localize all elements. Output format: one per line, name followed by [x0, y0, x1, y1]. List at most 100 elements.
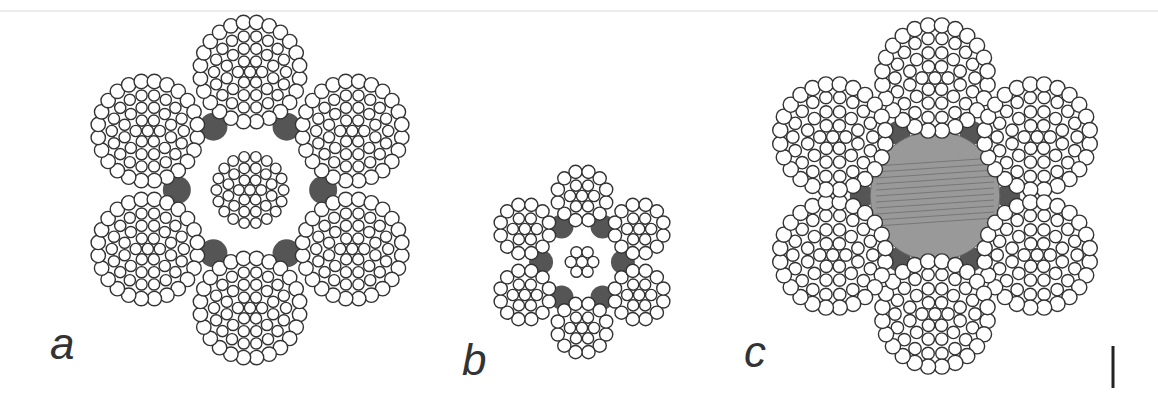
outer-strand [551, 165, 612, 226]
wire [176, 231, 187, 242]
wire [276, 173, 287, 184]
wire [250, 194, 261, 205]
wire [256, 302, 267, 313]
wire [875, 77, 890, 92]
wire [1051, 165, 1063, 177]
wire [910, 90, 922, 102]
wire [176, 113, 187, 124]
wire [374, 149, 385, 160]
wire [238, 102, 249, 113]
wire [262, 98, 273, 109]
wire [1011, 165, 1023, 177]
wire [954, 315, 966, 327]
wire [628, 300, 639, 311]
wire [980, 63, 995, 78]
wire [238, 77, 249, 88]
outer-strand [977, 77, 1097, 197]
wire [909, 273, 921, 285]
wire [352, 291, 366, 305]
core-strand [565, 247, 599, 278]
wire [130, 125, 141, 136]
wire [640, 234, 651, 245]
wire [922, 319, 934, 331]
wire [262, 334, 273, 345]
wire [159, 142, 170, 153]
wire [977, 136, 992, 151]
wire [820, 91, 832, 103]
wire [136, 161, 147, 172]
wire [176, 256, 187, 267]
wire [827, 131, 839, 143]
wire [148, 115, 159, 126]
wire [238, 326, 249, 337]
wire [1023, 195, 1038, 210]
wire [239, 218, 250, 229]
wire [228, 156, 239, 167]
wire [227, 319, 238, 330]
wire [904, 65, 916, 77]
wire [628, 234, 639, 245]
wire [1082, 240, 1097, 255]
wire [136, 220, 147, 231]
wire [335, 125, 346, 136]
wire [364, 142, 375, 153]
wire [329, 94, 340, 105]
wire [136, 136, 147, 147]
wire [622, 289, 633, 300]
wire [148, 90, 159, 101]
wire [232, 66, 243, 77]
wire [365, 94, 376, 105]
wire [954, 79, 966, 91]
wire [217, 326, 228, 337]
wire [170, 267, 181, 278]
wire [364, 108, 375, 119]
wire [211, 79, 222, 90]
wire [330, 226, 341, 237]
wire [808, 112, 820, 124]
wire [147, 291, 161, 305]
wire [115, 102, 126, 113]
wire [1038, 274, 1050, 286]
wire [513, 279, 524, 290]
wire [251, 90, 262, 101]
wire [852, 256, 864, 268]
wire [313, 231, 324, 242]
wire [582, 346, 595, 359]
wire [1024, 156, 1036, 168]
wire [820, 156, 832, 168]
wire [261, 201, 272, 212]
wire [875, 313, 890, 328]
wire [910, 326, 922, 338]
wire [276, 196, 287, 207]
wire [909, 106, 921, 118]
wire [847, 214, 859, 226]
wire [1056, 124, 1068, 136]
wire [239, 194, 250, 205]
wire [165, 237, 176, 248]
wire [211, 290, 222, 301]
wire [272, 279, 283, 290]
wire [582, 201, 593, 212]
outer-strand [875, 18, 995, 138]
wire [380, 231, 391, 242]
wire [91, 248, 105, 262]
wire [542, 282, 555, 295]
wire [353, 90, 364, 101]
wire [833, 106, 845, 118]
wire [1044, 249, 1056, 261]
wire [108, 138, 119, 149]
wire [136, 279, 147, 290]
wire [370, 250, 381, 261]
wire [148, 254, 159, 265]
wire [136, 254, 147, 265]
wire [124, 94, 135, 105]
wire [353, 267, 364, 278]
rope-sections [91, 15, 1097, 374]
wire [341, 233, 352, 244]
wire [124, 275, 135, 286]
wire [211, 315, 222, 326]
wire [249, 350, 263, 364]
wire [934, 123, 949, 138]
wire [250, 206, 261, 217]
